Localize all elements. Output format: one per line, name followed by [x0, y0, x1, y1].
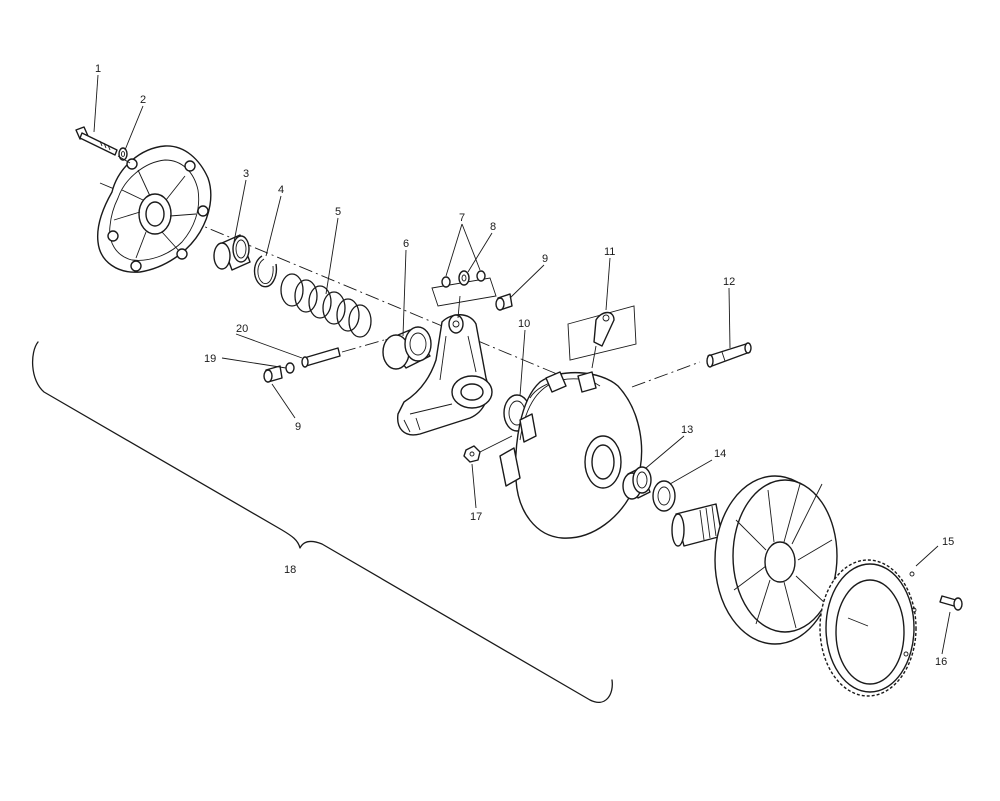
callout-17: 17 — [470, 511, 482, 523]
part-20-pin — [301, 347, 341, 368]
part-4-snap-ring — [253, 255, 278, 288]
part-1-bolt — [75, 126, 118, 156]
part-13-ring — [622, 466, 652, 500]
fixed-sheave — [671, 475, 838, 645]
callout-4: 4 — [278, 184, 284, 196]
callout-6: 6 — [403, 238, 409, 250]
cover-bolt-line — [117, 155, 131, 164]
part-12-shaft-pin — [706, 342, 752, 368]
part-6-cam — [382, 326, 432, 370]
part-3-bushing — [213, 234, 251, 271]
spider-arm — [397, 314, 493, 436]
part-7-8-plate — [431, 270, 497, 319]
callout-15: 15 — [942, 536, 954, 548]
part-9-roller-lower — [263, 365, 283, 383]
part-5-spring — [280, 273, 372, 338]
callout-11: 11 — [604, 246, 615, 258]
movable-sheave — [499, 371, 643, 539]
part-17-nut — [463, 445, 481, 463]
callout-12: 12 — [723, 276, 735, 288]
part-2-washer — [118, 147, 128, 161]
callout-2: 2 — [140, 94, 146, 106]
callout-14: 14 — [714, 448, 726, 460]
assembly-axis-right — [631, 361, 701, 388]
part-11-bracket — [567, 305, 637, 369]
callout-18: 18 — [284, 564, 296, 576]
callout-16: 16 — [935, 656, 947, 668]
callout-10: 10 — [518, 318, 530, 330]
callout-1: 1 — [95, 63, 101, 75]
callout-13: 13 — [681, 424, 693, 436]
part-14-ring — [652, 480, 676, 512]
group-bracket-18 — [32, 341, 613, 703]
cover-housing — [96, 145, 212, 273]
callout-5: 5 — [335, 206, 341, 218]
nut-leader-line — [479, 435, 513, 453]
callout-20: 20 — [236, 323, 248, 335]
callout-9-lower: 9 — [295, 421, 301, 433]
callout-9-upper: 9 — [542, 253, 548, 265]
callout-3: 3 — [243, 168, 249, 180]
leader-lines — [93, 74, 951, 655]
part-9-roller-upper — [495, 293, 513, 311]
part-16-screw — [939, 595, 963, 611]
part-19-pin — [285, 362, 295, 374]
part-15-ring-gear — [819, 559, 917, 697]
callout-7: 7 — [459, 212, 465, 224]
pin-axis — [341, 339, 385, 353]
callout-19: 19 — [204, 353, 216, 365]
callout-8: 8 — [490, 221, 496, 233]
